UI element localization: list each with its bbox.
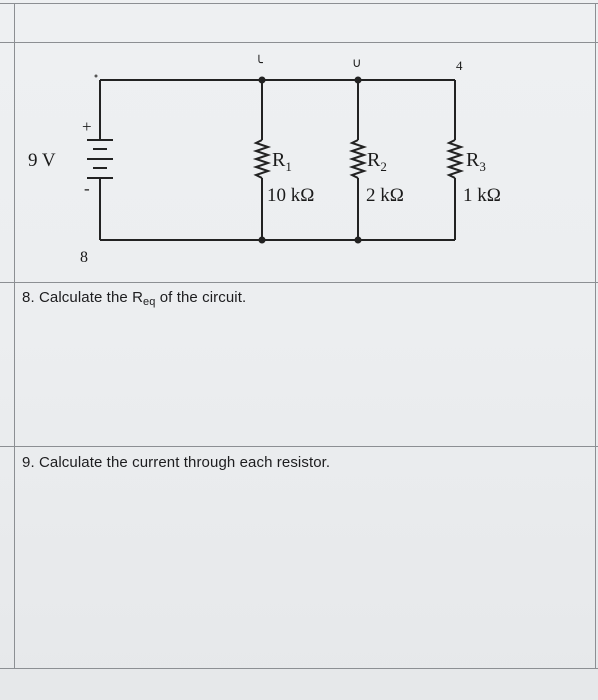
top-mark-1: ╰ [255, 54, 263, 70]
source-minus-sign: - [84, 179, 90, 198]
resistor3-name: R3 [466, 149, 486, 174]
stray-dot [94, 74, 98, 78]
top-mark-2: ∪ [352, 55, 362, 70]
top-mark-3: 4 [456, 58, 463, 73]
rule-right [595, 3, 596, 669]
question-8: 8. Calculate the Req of the circuit. [22, 289, 247, 308]
rule-q8 [0, 282, 598, 283]
resistor1-value: 10 kΩ [267, 185, 314, 206]
resistor1-name: R1 [272, 149, 292, 174]
junction-dots [258, 76, 362, 244]
rule-header [0, 42, 598, 43]
rule-top [0, 3, 598, 4]
rule-q9 [0, 446, 598, 447]
resistor3-symbol [445, 139, 465, 179]
problem-number-mark: 8 [80, 249, 88, 266]
resistor2-symbol [348, 139, 368, 179]
resistor1-symbol [252, 139, 272, 179]
battery-symbol [87, 139, 113, 179]
circuit-diagram: 9 V + - R1 10 kΩ R2 2 kΩ R3 1 kΩ ╰ ∪ 4 8 [28, 54, 501, 266]
question-9: 9. Calculate the current through each re… [22, 454, 331, 471]
rule-bottom [0, 668, 598, 669]
resistor3-value: 1 kΩ [463, 185, 501, 206]
source-plus-sign: + [82, 117, 92, 136]
circuit-wires [99, 79, 456, 241]
rule-left [14, 3, 15, 669]
resistor2-value: 2 kΩ [366, 185, 404, 206]
resistor2-name: R2 [367, 149, 387, 174]
source-voltage-label: 9 V [28, 150, 56, 171]
